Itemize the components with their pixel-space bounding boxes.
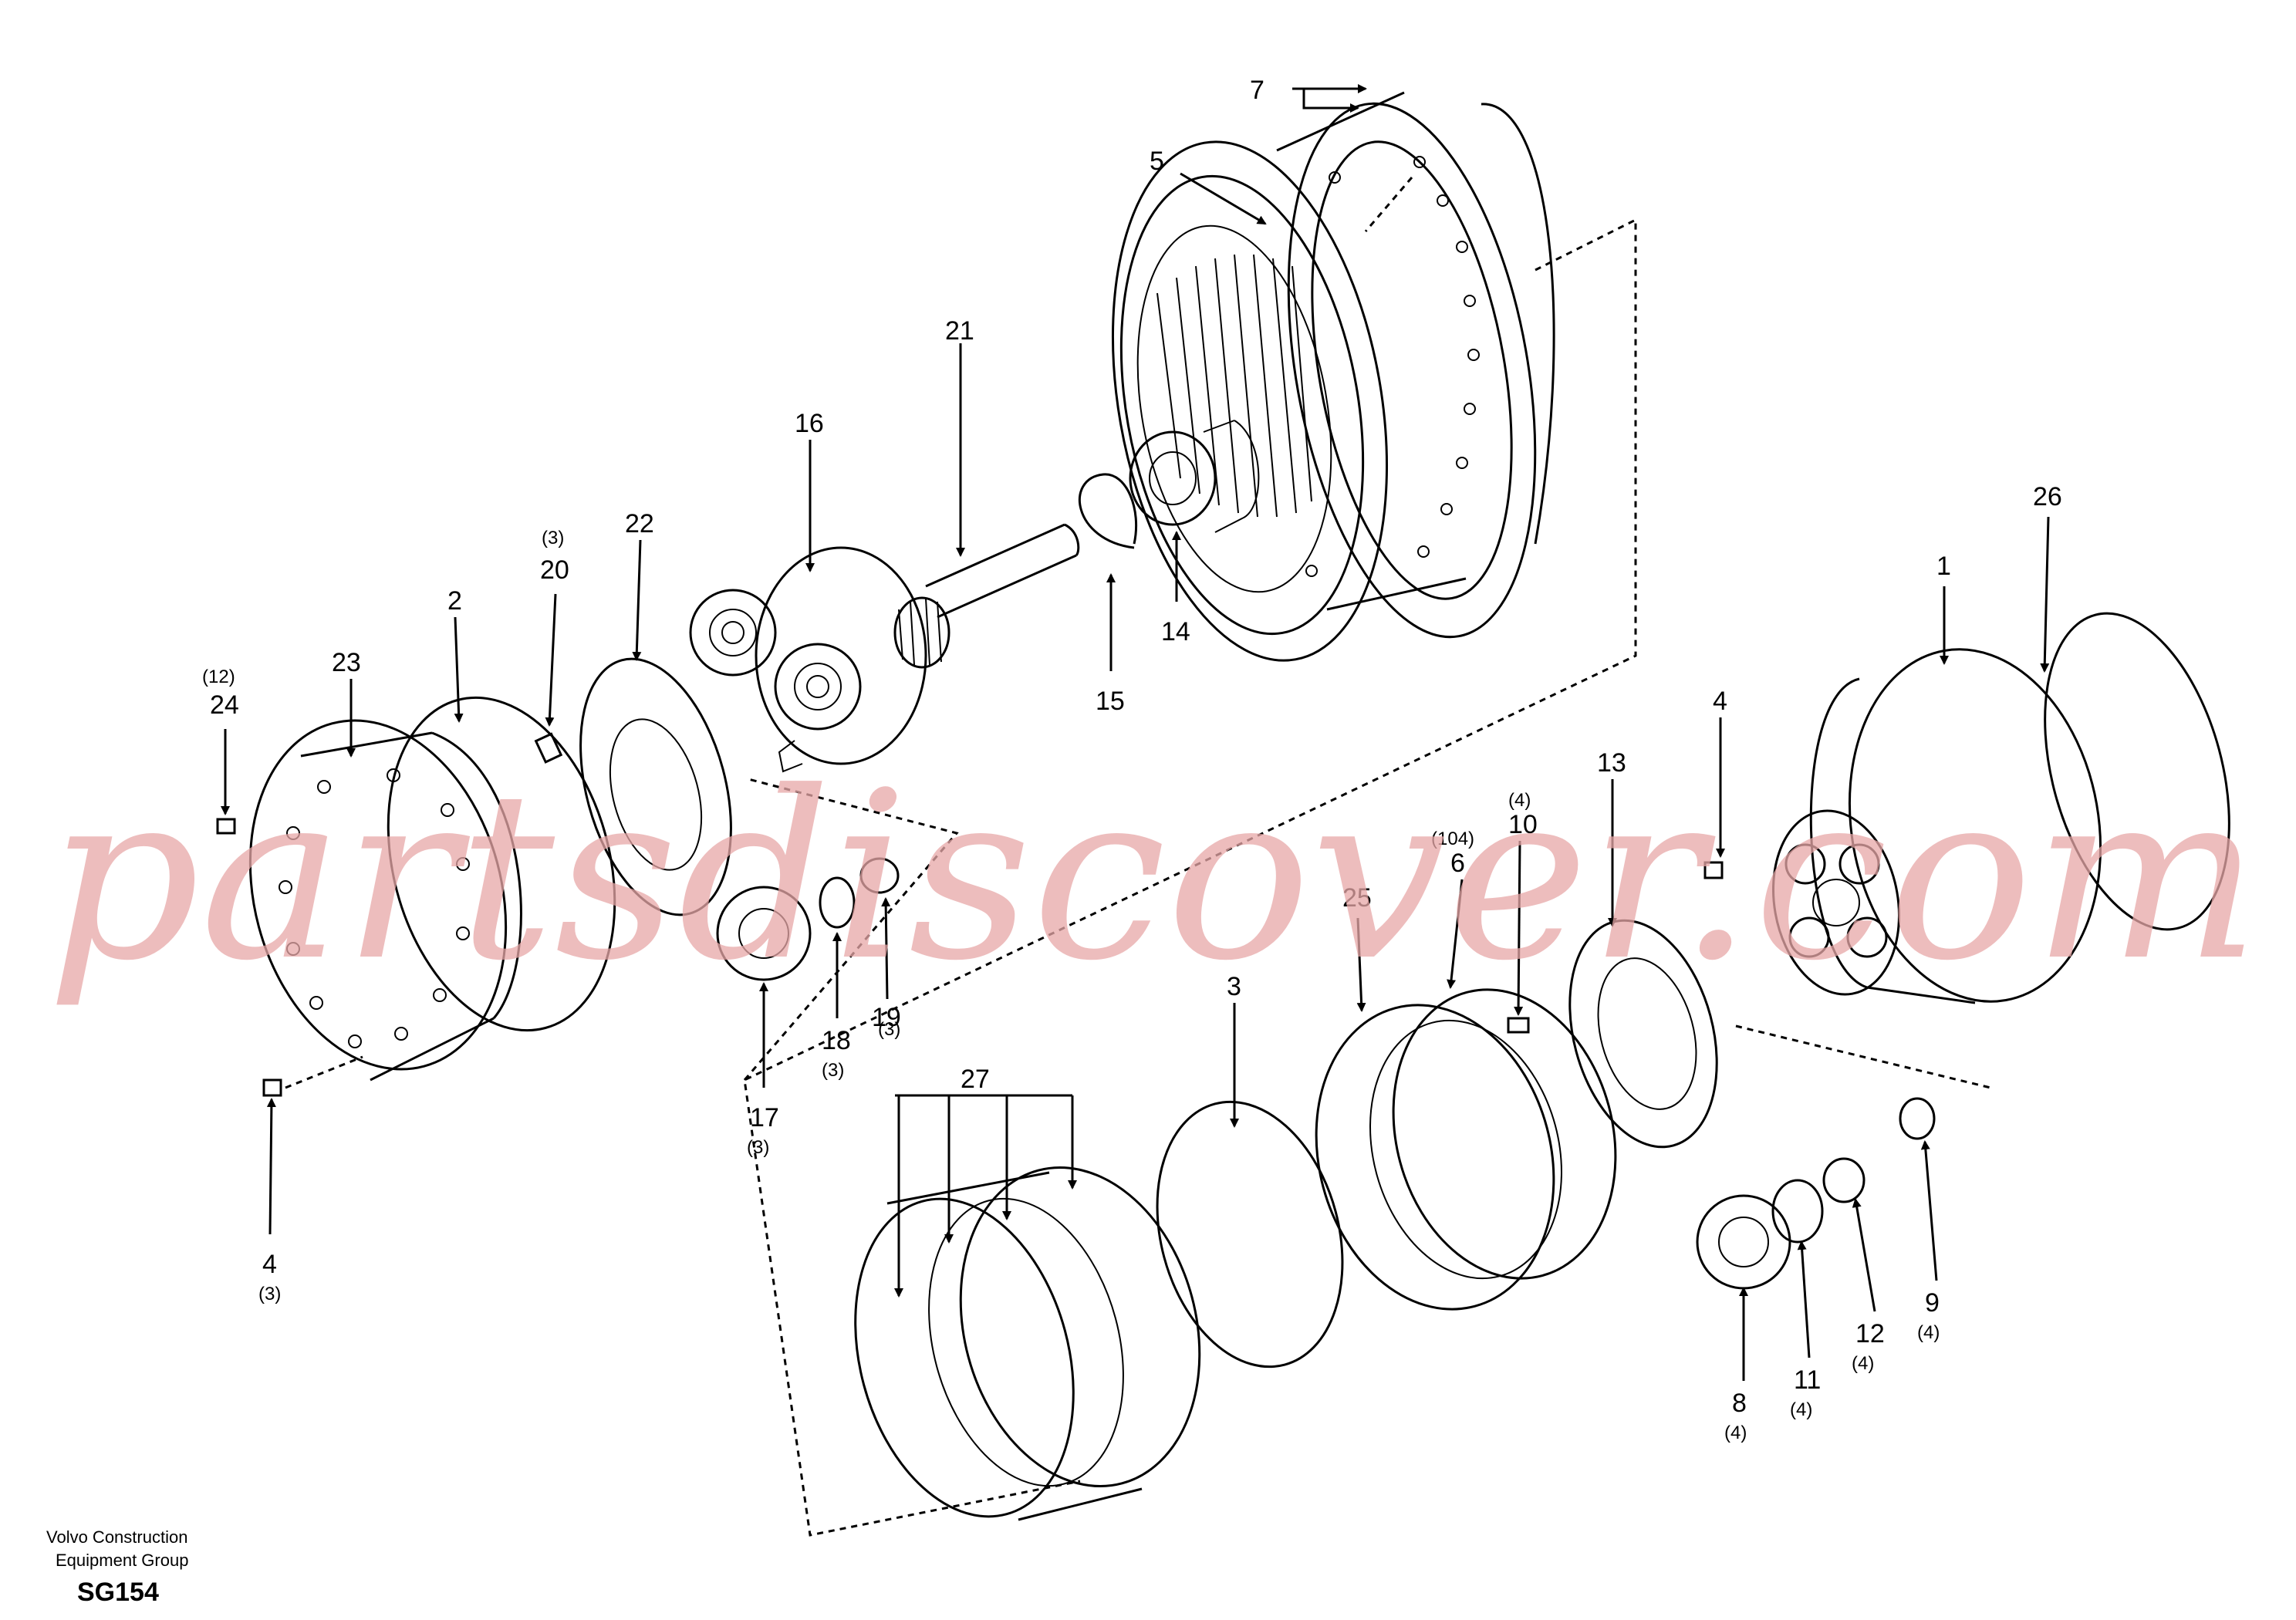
callout-number: 10: [1508, 810, 1538, 839]
callout-number: 13: [1597, 748, 1626, 778]
part-lock-plate: [1156, 1100, 1344, 1369]
callout-number: 1: [1936, 552, 1951, 581]
callout-qty: (4): [1917, 1322, 1940, 1343]
part-needle-bearing: [819, 876, 856, 929]
callout-number: 18: [822, 1026, 851, 1055]
part-sun-gear: [1129, 420, 1260, 533]
callout-number: 15: [1096, 687, 1125, 716]
part-planet-gear-2: [1696, 1194, 1791, 1290]
callout-number: 27: [961, 1065, 990, 1094]
callout-number: 3: [1227, 972, 1241, 1001]
part-planet-gear: [716, 886, 812, 981]
part-ring-gear-housing: [1111, 91, 1555, 662]
callout-number: 7: [1250, 76, 1264, 105]
callout-number: 9: [1925, 1288, 1940, 1318]
callout-number: 26: [2033, 482, 2062, 511]
part-floating-seal: [854, 1166, 1201, 1521]
part-hub: [1772, 648, 2102, 1004]
part-snap-ring: [1078, 473, 1138, 549]
callout-labels: 1 2 3 4 4 (3) 5 6 (104) 7 8 (4) 9 (4) 10…: [202, 76, 2062, 1443]
part-plug-lower: [262, 1078, 282, 1097]
callout-number: 4: [1713, 687, 1727, 716]
callout-number: 5: [1150, 147, 1164, 176]
callout-qty: (3): [747, 1137, 769, 1158]
part-shaft: [893, 523, 1080, 669]
footer-company: Volvo Construction: [46, 1527, 187, 1547]
footer: Volvo Construction Equipment Group SG154: [46, 1527, 188, 1607]
callout-number: 20: [540, 555, 569, 585]
part-bolt: [1507, 1017, 1530, 1034]
callout-number: 11: [1794, 1365, 1821, 1395]
part-o-ring-large: [2044, 612, 2230, 931]
watermark-text: partsdiscover.com: [46, 742, 2261, 1011]
callout-number: 19: [872, 1003, 901, 1032]
part-bushing: [859, 857, 900, 894]
callout-qty: (3): [542, 528, 564, 548]
callout-number: 16: [795, 409, 824, 438]
callout-qty: (4): [1724, 1423, 1747, 1443]
assembly-lines: [285, 177, 1991, 1537]
callout-number: 8: [1732, 1389, 1747, 1418]
footer-group: Equipment Group: [56, 1551, 188, 1570]
part-thrust-plate: [579, 657, 732, 916]
callout-qty: (4): [1508, 790, 1531, 811]
part-needle-bearing-2: [1771, 1179, 1824, 1244]
callout-qty: (4): [1852, 1353, 1874, 1374]
callout-qty: (3): [258, 1284, 281, 1304]
callout-qty: (4): [1790, 1399, 1812, 1420]
part-thrust-washer: [1899, 1097, 1936, 1140]
callout-number: 23: [332, 648, 361, 677]
callout-qty: (104): [1431, 829, 1474, 849]
callout-qty: (3): [822, 1060, 844, 1081]
callout-number: 25: [1342, 883, 1372, 913]
callout-number: 21: [945, 316, 974, 346]
diagram-code: SG154: [77, 1578, 159, 1607]
leader-lines: [221, 84, 2050, 1381]
part-planet-carrier: [689, 546, 927, 773]
part-cover: [248, 719, 522, 1082]
callout-number: 17: [750, 1103, 779, 1132]
callout-number: 2: [447, 586, 462, 616]
part-plug-right: [1703, 861, 1724, 879]
callout-number: 14: [1161, 617, 1190, 646]
callout-qty: (3): [878, 1019, 900, 1040]
part-main-bearing: [1315, 988, 1617, 1311]
part-bushing-2: [1822, 1157, 1866, 1203]
callout-number: 24: [210, 690, 239, 720]
callout-number: 12: [1855, 1319, 1885, 1348]
part-pin: [534, 732, 563, 764]
callout-qty: (12): [202, 667, 235, 687]
callout-number: 4: [262, 1250, 277, 1279]
callout-number: 22: [625, 509, 654, 538]
callout-number: 6: [1450, 849, 1465, 878]
part-plug: [216, 818, 236, 835]
